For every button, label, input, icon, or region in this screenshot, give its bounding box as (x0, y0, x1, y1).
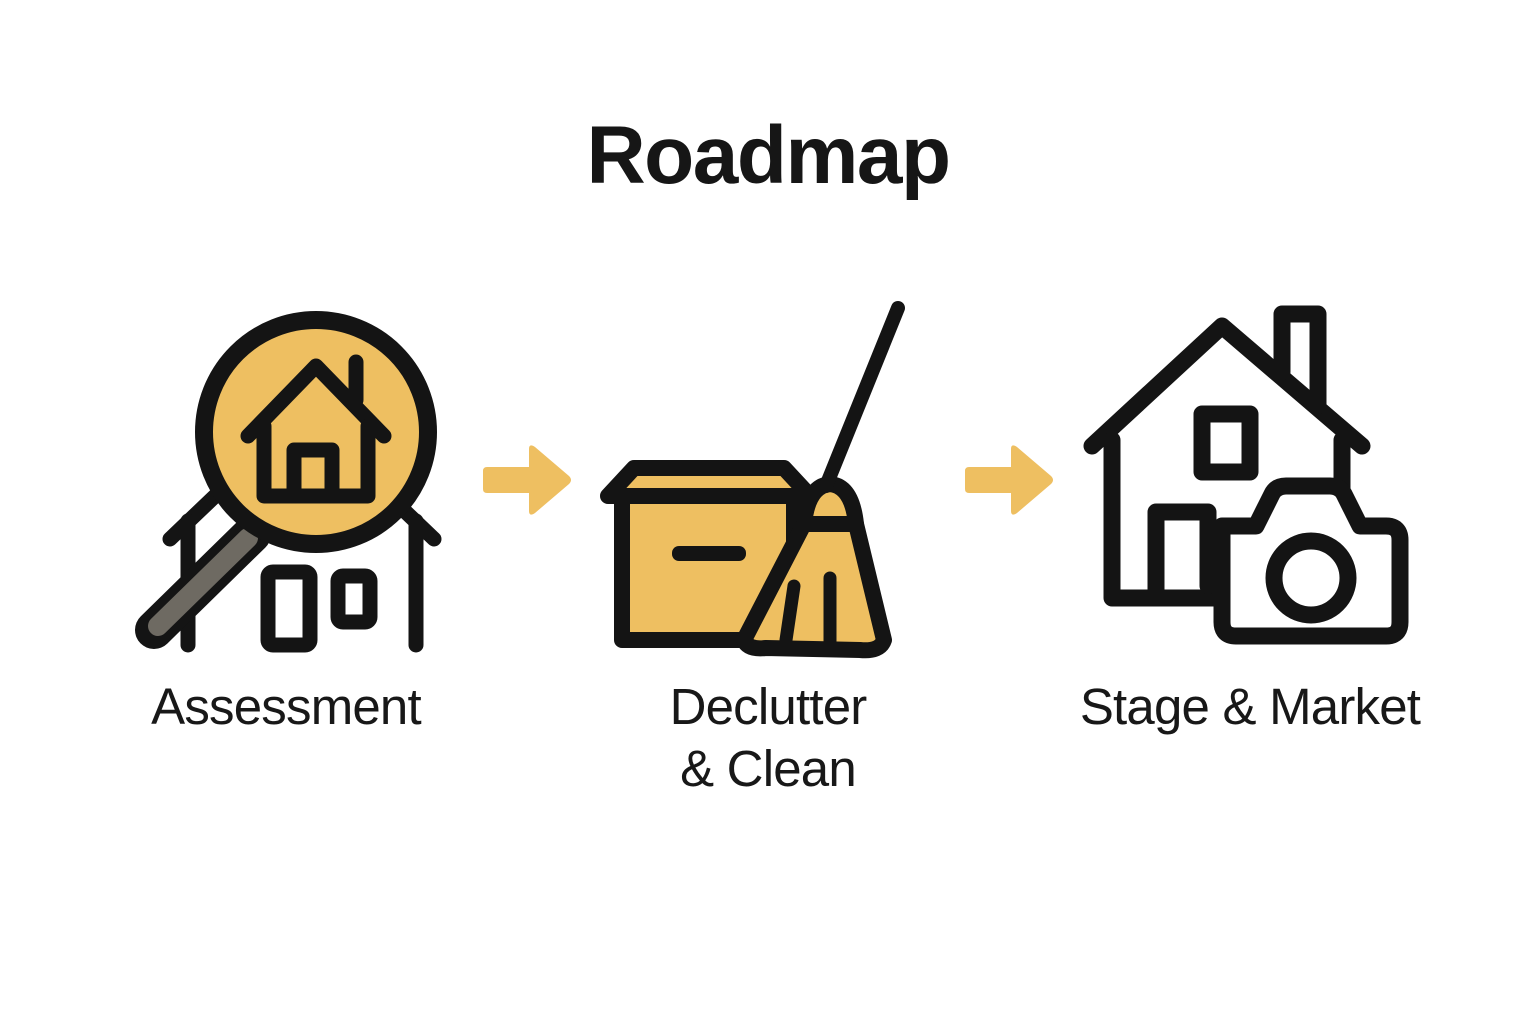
step-label-assessment: Assessment (151, 678, 422, 735)
house-camera-icon (1083, 305, 1409, 645)
roadmap-step-stage-market[interactable]: Stage & Market (1064, 300, 1436, 738)
step-label-declutter-clean: Declutter & Clean (669, 678, 868, 797)
arrow-right-icon (483, 445, 571, 515)
magnifying-glass-house-icon (135, 311, 442, 653)
arrow-right-icon (965, 445, 1053, 515)
roadmap-step-declutter-clean[interactable]: Declutter & Clean (582, 300, 954, 800)
roadmap-step-assessment[interactable]: Assessment (100, 300, 472, 738)
page-title: Roadmap (586, 110, 951, 201)
magnifier-handle (135, 515, 271, 649)
arrow-2-wrap (954, 300, 1064, 660)
arrow-1-wrap (472, 300, 582, 660)
roadmap-steps-row: Assessment (96, 300, 1440, 880)
box-and-broom-icon (600, 301, 905, 659)
step-label-stage-market: Stage & Market (1079, 678, 1421, 735)
